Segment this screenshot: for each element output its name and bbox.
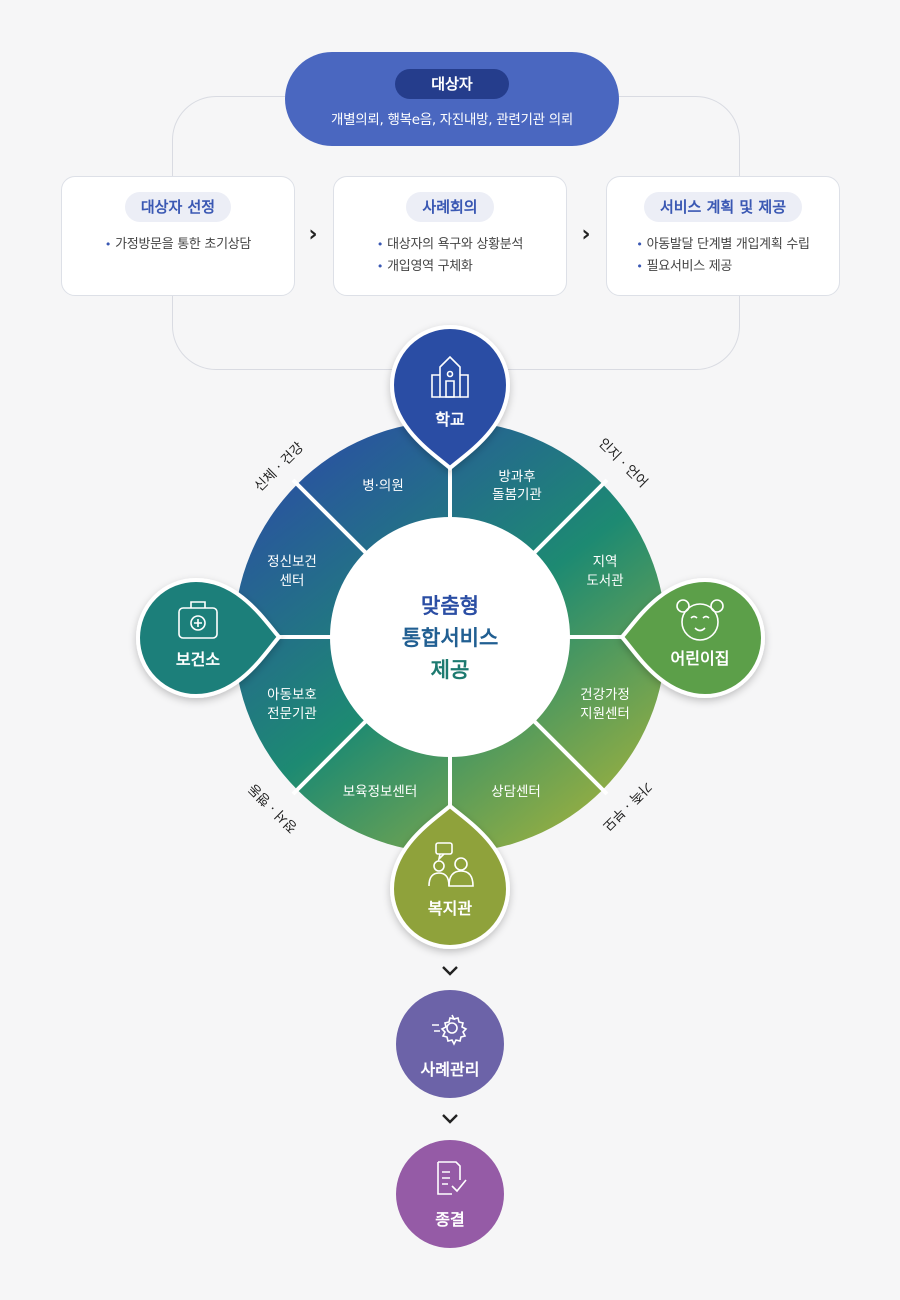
segment-label: 보육정보센터 (343, 784, 418, 800)
segment-label: 지원센터 (580, 706, 630, 722)
segment-label: 상담센터 (491, 784, 541, 800)
segment-label: 건강가정 (580, 687, 630, 703)
checklist-icon (437, 1161, 467, 1195)
target-tag: 대상자 (395, 69, 509, 99)
hub-label-left: 보건소 (176, 650, 220, 669)
chevron-down-icon (442, 966, 458, 976)
case-management-label: 사례관리 (420, 1060, 480, 1079)
step-item: •대상자의 욕구와 상황분석 (376, 237, 524, 252)
center-line-3: 제공 (431, 658, 470, 682)
case-management-circle: 사례관리 (396, 990, 504, 1098)
segment-label: 도서관 (586, 573, 623, 589)
segment-label: 전문기관 (267, 706, 317, 722)
outer-label-bottom-left: 정서 · 행동 (245, 780, 301, 836)
center-line-1: 맞춤형 (421, 594, 479, 618)
target-pill: 대상자 개별의뢰, 행복e음, 자진내방, 관련기관 의뢰 (285, 52, 619, 146)
center-line-2: 통합서비스 (402, 626, 499, 650)
step-item: •가정방문을 통한 초기상담 (104, 237, 252, 252)
step-box-service-plan: 서비스 계획 및 제공 •아동발달 단계별 개입계획 수립 •필요서비스 제공 (606, 176, 840, 296)
step-items: •아동발달 단계별 개입계획 수립 •필요서비스 제공 (636, 234, 810, 278)
segment-label: 센터 (280, 573, 305, 589)
segment-label: 아동보호 (267, 687, 317, 703)
people-chat-icon (428, 842, 474, 887)
segment-label: 정신보건 (267, 554, 317, 570)
chevron-right-icon: › (581, 222, 591, 247)
step-items: •가정방문을 통한 초기상담 (105, 234, 251, 256)
gear-icon (432, 1014, 468, 1046)
target-description: 개별의뢰, 행복e음, 자진내방, 관련기관 의뢰 (331, 112, 573, 128)
step-title: 사례회의 (406, 192, 494, 222)
step-item: •개입영역 구체화 (376, 259, 473, 274)
step-box-case-meeting: 사례회의 •대상자의 욕구와 상황분석 •개입영역 구체화 (333, 176, 567, 296)
hub-label-right: 어린이집 (671, 649, 730, 668)
segment-label: 지역 (593, 554, 618, 570)
step-title: 대상자 선정 (124, 192, 232, 222)
step-box-selection: 대상자 선정 •가정방문을 통한 초기상담 (61, 176, 295, 296)
chevron-down-icon (442, 1114, 458, 1124)
segment-label: 방과후 (498, 469, 535, 485)
hub-label-top: 학교 (435, 410, 465, 429)
segment-label: 병·의원 (362, 478, 404, 494)
step-item: •필요서비스 제공 (636, 259, 733, 274)
segment-label: 돌봄기관 (492, 487, 542, 503)
wheel-center (330, 517, 570, 757)
step-items: •대상자의 욕구와 상황분석 •개입영역 구체화 (377, 234, 523, 278)
outer-label-bottom-right: 가족 · 부모 (599, 778, 655, 834)
closure-label: 종결 (435, 1210, 465, 1229)
medical-kit-icon (178, 601, 218, 639)
school-icon (431, 355, 469, 398)
closure-circle: 종결 (396, 1140, 504, 1248)
step-title: 서비스 계획 및 제공 (643, 192, 803, 222)
bear-icon (676, 599, 724, 641)
chevron-right-icon: › (308, 222, 318, 247)
step-item: •아동발달 단계별 개입계획 수립 (636, 237, 810, 252)
hub-label-bottom: 복지관 (428, 899, 472, 918)
